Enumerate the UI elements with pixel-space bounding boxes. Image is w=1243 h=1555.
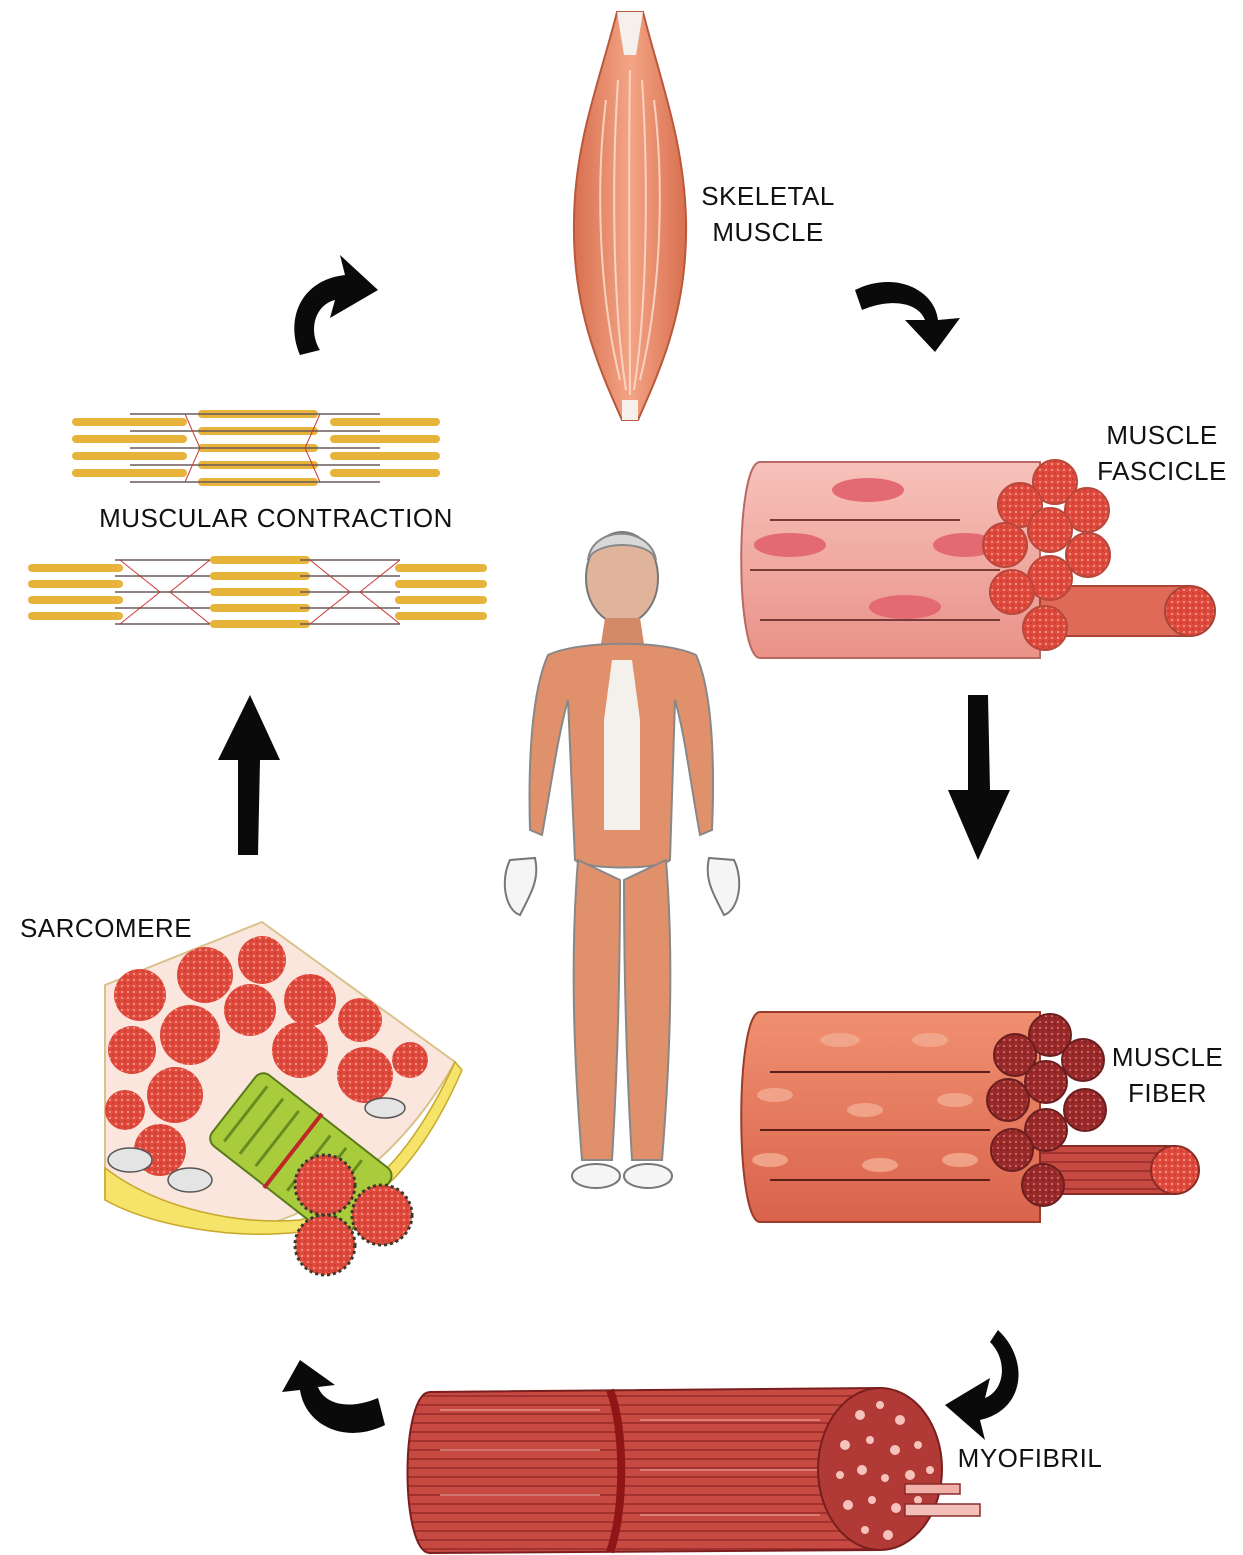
label-line: MUSCLE xyxy=(1095,1039,1240,1075)
label-line: MUSCLE xyxy=(1082,417,1242,453)
sarcomere-illustration xyxy=(105,922,462,1275)
curved-arrow-icon xyxy=(282,1360,385,1433)
human-body-icon xyxy=(505,532,739,1188)
label-line: SKELETAL xyxy=(688,178,848,214)
skeletal-muscle-illustration xyxy=(574,12,686,420)
myofibril-illustration xyxy=(408,1388,981,1553)
label-sarcomere: SARCOMERE xyxy=(6,910,206,946)
label-line: FIBER xyxy=(1095,1075,1240,1111)
curved-arrow-icon xyxy=(945,1330,1019,1440)
label-line: FASCICLE xyxy=(1082,453,1242,489)
contraction-filaments-top xyxy=(72,410,440,486)
contraction-filaments-bottom xyxy=(28,556,487,628)
curved-arrow-icon xyxy=(294,255,378,355)
label-line: MUSCLE xyxy=(688,214,848,250)
curved-arrow-icon xyxy=(855,282,960,352)
down-arrow-icon xyxy=(948,695,1010,860)
up-arrow-icon xyxy=(218,695,280,855)
label-myofibril: MYOFIBRIL xyxy=(945,1440,1115,1476)
label-muscular-contraction: MUSCULAR CONTRACTION xyxy=(76,500,476,536)
label-muscle-fiber: MUSCLE FIBER xyxy=(1095,1039,1240,1111)
muscle-fascicle-illustration xyxy=(741,460,1215,658)
label-muscle-fascicle: MUSCLE FASCICLE xyxy=(1082,417,1242,489)
label-skeletal-muscle: SKELETAL MUSCLE xyxy=(688,178,848,250)
